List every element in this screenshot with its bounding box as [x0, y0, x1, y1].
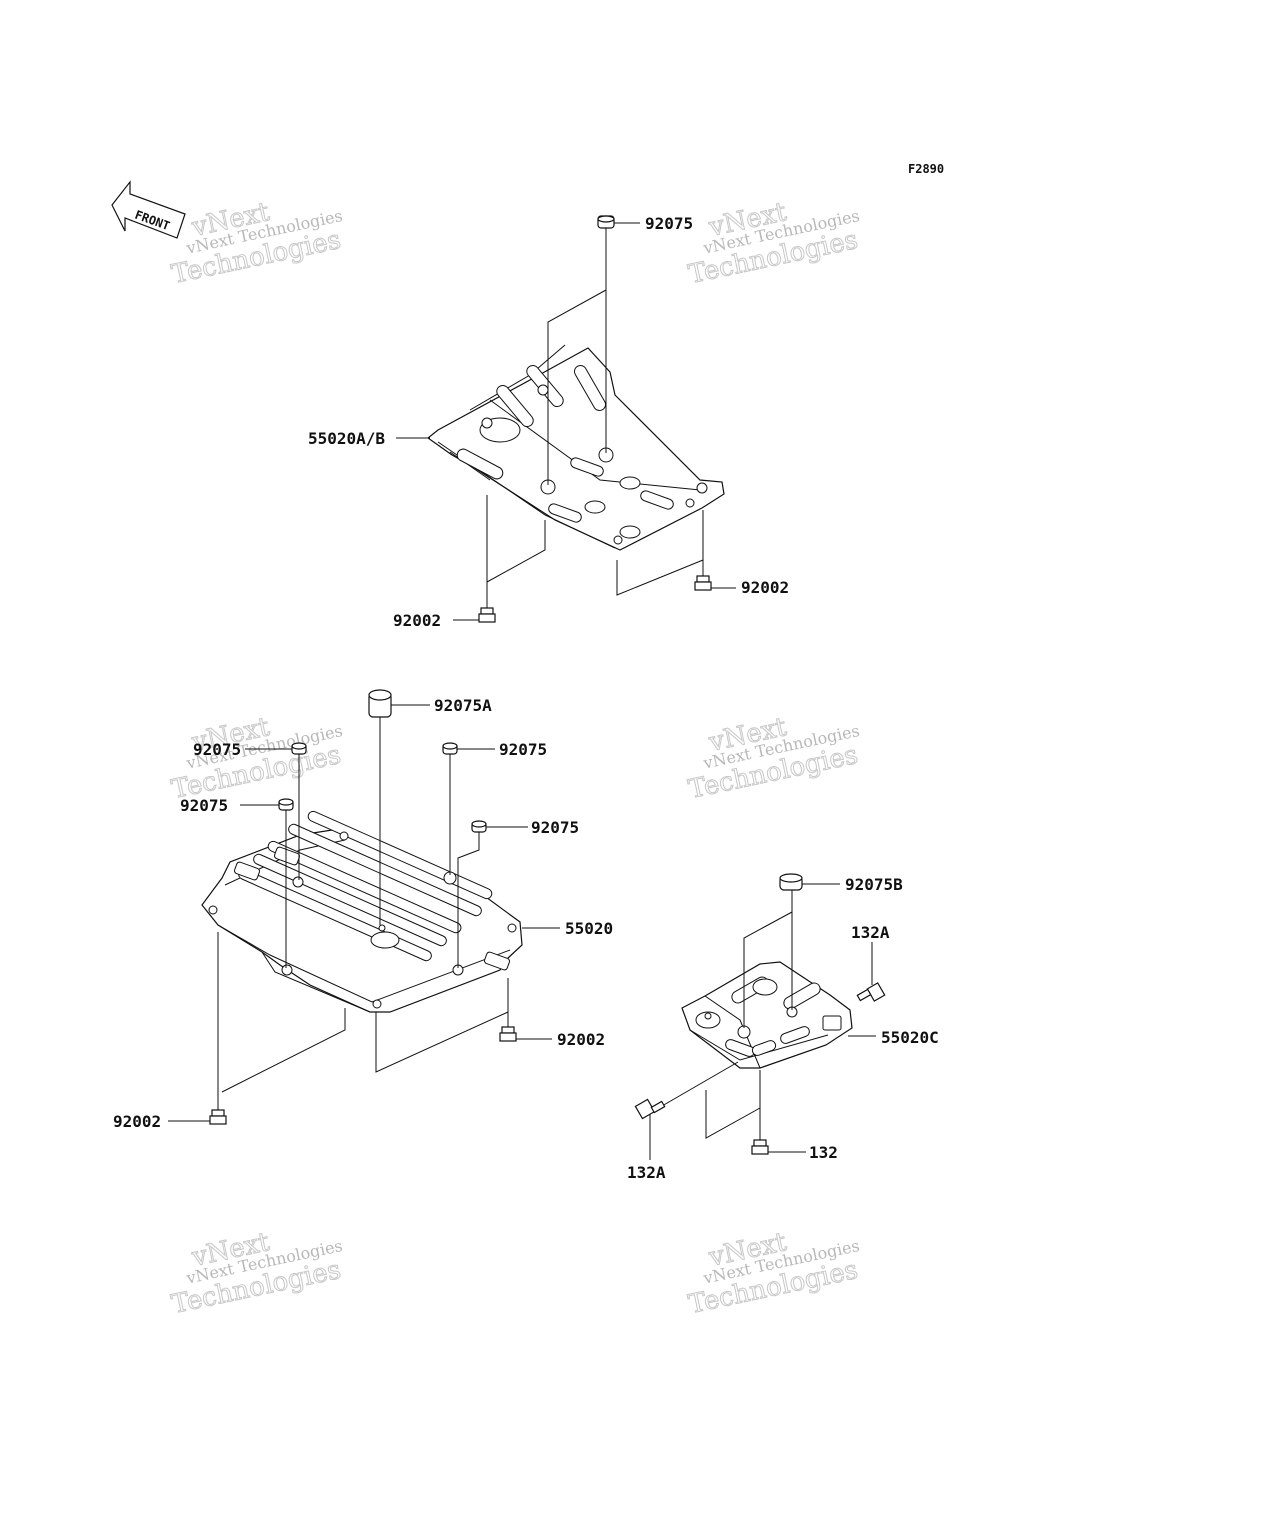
bolt-icon: [751, 1139, 769, 1155]
watermark-bottom-right: vNext vNext Technologies Technologies: [685, 1227, 861, 1321]
grommet-icon: [278, 798, 294, 811]
watermark-top-right: vNext vNext Technologies Technologies: [685, 197, 861, 291]
watermark-bottom-left: vNext vNext Technologies Technologies: [168, 1227, 344, 1321]
grommet-icon: [471, 820, 487, 833]
figure-code: F2890: [908, 162, 944, 176]
top-skid-plate-group: 92075 55020A/B 92002 92002: [308, 214, 789, 630]
part-label-132a: 132A: [627, 1163, 666, 1182]
part-label-92075: 92075: [645, 214, 693, 233]
bottom-left-skid-plate-group: 92075A 92075 92075 92075 92075 55020 920…: [113, 689, 613, 1131]
part-label-92075: 92075: [531, 818, 579, 837]
part-label-92075a: 92075A: [434, 696, 492, 715]
part-label-92002: 92002: [393, 611, 441, 630]
bolt-icon: [209, 1109, 227, 1125]
bolt-icon: [634, 1098, 666, 1120]
front-arrow-icon: FRONT: [111, 180, 186, 239]
bolt-icon: [856, 982, 886, 1002]
bolt-icon: [694, 575, 712, 591]
part-label-92075: 92075: [193, 740, 241, 759]
part-label-92075: 92075: [499, 740, 547, 759]
skid-plate-main: [201, 810, 523, 1013]
part-label-55020: 55020: [565, 919, 613, 938]
part-label-92002: 92002: [113, 1112, 161, 1131]
part-label-92002: 92002: [741, 578, 789, 597]
watermark-mid-right: vNext vNext Technologies Technologies: [685, 712, 861, 806]
part-label-55020c: 55020C: [881, 1028, 939, 1047]
part-label-132: 132: [809, 1143, 838, 1162]
part-label-92002: 92002: [557, 1030, 605, 1049]
grommet-icon: [442, 742, 458, 755]
grommet-icon: [597, 215, 615, 229]
bolt-icon: [499, 1026, 517, 1042]
bolt-icon: [478, 607, 496, 623]
part-label-55020ab: 55020A/B: [308, 429, 385, 448]
part-label-132a: 132A: [851, 923, 890, 942]
watermark-top-left: vNext vNext Technologies Technologies: [168, 197, 344, 291]
watermark-mid-left: vNext vNext Technologies Technologies: [168, 712, 344, 806]
bottom-right-skid-plate-group: 92075B 132A 55020C 132 132A: [627, 873, 939, 1182]
collar-icon: [368, 689, 392, 718]
part-label-92075: 92075: [180, 796, 228, 815]
grommet-icon: [291, 742, 307, 755]
skid-plate-small: [681, 961, 853, 1069]
skid-plate-top: [427, 344, 725, 551]
part-label-92075b: 92075B: [845, 875, 903, 894]
cap-icon: [779, 873, 803, 891]
